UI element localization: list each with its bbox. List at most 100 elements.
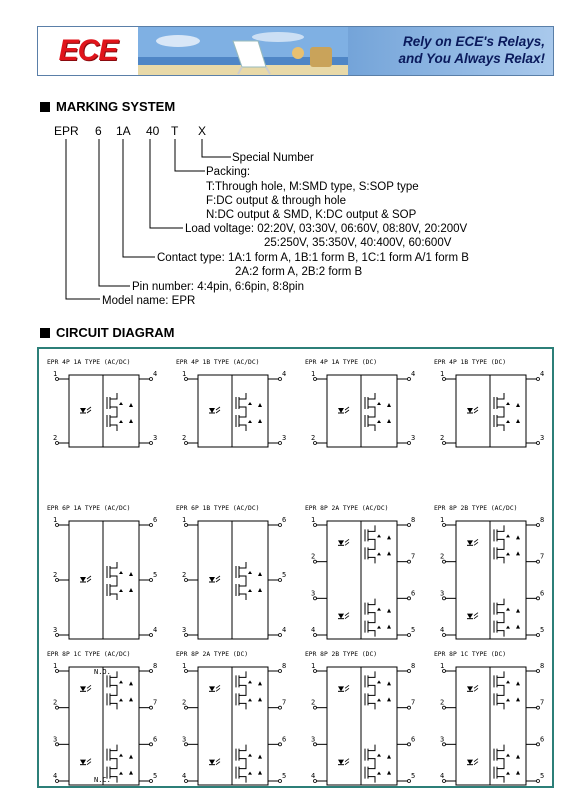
marking-system-diagram: EPR 6 1A 40 T X Special Number Packing: … xyxy=(0,0,575,320)
pin-label-left: 3 xyxy=(440,589,444,597)
pin-label-left: 1 xyxy=(440,370,444,378)
pin-label-right: 3 xyxy=(411,434,415,442)
pin-label-right: 3 xyxy=(540,434,544,442)
diode-icon xyxy=(258,419,262,423)
mosfet-icon xyxy=(106,744,123,765)
pin-label-left: 1 xyxy=(53,662,57,670)
pin-label-left: 1 xyxy=(440,662,444,670)
diode-icon xyxy=(516,608,520,613)
pin-label-right: 4 xyxy=(153,626,157,634)
mosfet-icon xyxy=(106,580,123,600)
mosfet-icon xyxy=(106,562,123,582)
led-icon xyxy=(467,613,473,619)
diode-icon xyxy=(129,419,133,423)
mosfet-icon xyxy=(364,762,381,783)
slogan-line-2: and You Always Relax! xyxy=(398,51,545,66)
pin-label-left: 4 xyxy=(311,772,315,780)
diode-icon xyxy=(129,754,133,759)
pin-label-right: 4 xyxy=(540,370,544,378)
diode-icon xyxy=(516,754,520,759)
mosfet-icon xyxy=(493,616,510,637)
led-icon xyxy=(338,408,344,413)
diode-icon xyxy=(258,572,262,576)
led-icon xyxy=(467,686,473,692)
pin-label-right: 5 xyxy=(540,626,544,634)
pin-label-right: 8 xyxy=(540,516,544,524)
circuit-cell-title: EPR 8P 1C TYPE (AC/DC) xyxy=(47,651,131,658)
diode-icon xyxy=(258,754,262,759)
pin-label-right: 7 xyxy=(540,699,544,707)
circuit-cell-title: EPR 8P 2A TYPE (AC/DC) xyxy=(305,505,389,512)
circuit-cell-title: EPR 4P 1B TYPE (AC/DC) xyxy=(176,359,260,366)
pin-label-right: 6 xyxy=(411,735,415,743)
normally-closed-label: N.C. xyxy=(94,776,111,784)
mosfet-icon xyxy=(235,411,252,431)
mosfet-icon xyxy=(364,671,381,692)
pin-label-left: 2 xyxy=(53,434,57,442)
diode-icon xyxy=(516,419,520,423)
mosfet-icon xyxy=(235,580,252,600)
diode-icon xyxy=(387,535,391,540)
diode-icon xyxy=(516,551,520,556)
circuit-cell-title: EPR 6P 1B TYPE (AC/DC) xyxy=(176,505,260,512)
mosfet-icon xyxy=(493,598,510,619)
pin-label-right: 6 xyxy=(282,516,286,524)
diode-icon xyxy=(516,697,520,702)
pin-label-left: 2 xyxy=(440,699,444,707)
pin-label-right: 7 xyxy=(153,699,157,707)
pin-label-left: 2 xyxy=(182,571,186,579)
diode-icon xyxy=(258,403,262,407)
packing-line-1: T:Through hole, M:SMD type, S:SOP type xyxy=(206,181,419,193)
pin-label-right: 3 xyxy=(153,434,157,442)
bullet-square-icon xyxy=(40,327,50,338)
led-icon xyxy=(80,686,86,692)
mosfet-icon xyxy=(364,543,381,564)
pin-label-left: 2 xyxy=(53,571,57,579)
code-packing: T xyxy=(171,124,179,138)
mosfet-icon xyxy=(493,543,510,564)
pin-label-left: 1 xyxy=(311,662,315,670)
marking-system-heading: MARKING SYSTEM xyxy=(40,99,175,114)
slogan: Rely on ECE's Relays, and You Always Rel… xyxy=(398,33,545,67)
logo-container: ECE xyxy=(38,27,138,75)
pin-label-left: 2 xyxy=(311,553,315,561)
code-pin: 6 xyxy=(95,124,102,138)
packing-line-2: F:DC output & through hole xyxy=(206,195,346,207)
pin-label-right: 5 xyxy=(153,772,157,780)
marking-leader-lines xyxy=(65,139,231,300)
pin-label-left: 1 xyxy=(53,516,57,524)
pin-label-right: 4 xyxy=(153,370,157,378)
contact-type-line-1: Contact type: 1A:1 form A, 1B:1 form B, … xyxy=(157,252,469,264)
mosfet-icon xyxy=(364,616,381,637)
pin-label-left: 1 xyxy=(182,370,186,378)
led-icon xyxy=(80,408,86,413)
pin-label-right: 5 xyxy=(540,772,544,780)
diode-icon xyxy=(129,403,133,407)
marking-system-heading-text: MARKING SYSTEM xyxy=(56,99,176,114)
mosfet-icon xyxy=(493,689,510,710)
mosfet-icon xyxy=(235,689,252,710)
mosfet-icon xyxy=(235,562,252,582)
circuit-cell-title: EPR 8P 2A TYPE (DC) xyxy=(176,651,249,658)
diode-icon xyxy=(516,535,520,540)
model-name-label: Model name: EPR xyxy=(102,295,196,307)
pin-label-left: 4 xyxy=(53,772,57,780)
diode-icon xyxy=(516,403,520,407)
diode-icon xyxy=(129,572,133,576)
diode-icon xyxy=(387,419,391,423)
pin-label-left: 2 xyxy=(440,434,444,442)
circuit-cell-title: EPR 8P 2B TYPE (DC) xyxy=(305,651,378,658)
diode-icon xyxy=(387,697,391,702)
